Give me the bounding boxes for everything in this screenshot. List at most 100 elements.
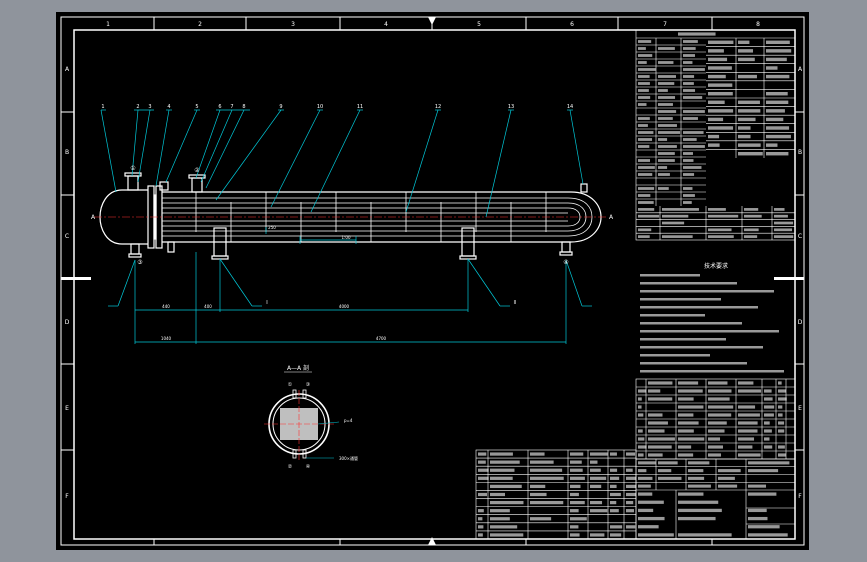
part-number-13: 13 xyxy=(508,104,514,110)
text-block xyxy=(678,405,704,409)
text-block xyxy=(683,68,705,71)
text-block xyxy=(764,445,773,449)
text-block xyxy=(774,235,794,238)
text-block xyxy=(766,117,784,122)
text-block xyxy=(766,74,790,79)
notes-line xyxy=(640,298,721,301)
text-block xyxy=(688,484,711,488)
text-block xyxy=(774,221,794,225)
text-block xyxy=(638,413,644,417)
text-block xyxy=(744,228,759,232)
text-block xyxy=(590,484,602,489)
section-label-3: ③ xyxy=(306,382,310,388)
text-block xyxy=(570,484,581,489)
text-block xyxy=(658,461,678,465)
text-block xyxy=(610,533,622,537)
text-block xyxy=(658,103,673,106)
text-block xyxy=(626,509,634,513)
section-label-2: ② xyxy=(288,464,293,470)
text-block xyxy=(490,533,524,537)
text-block xyxy=(738,453,761,457)
text-block xyxy=(530,452,545,456)
text-block xyxy=(570,533,580,537)
text-block xyxy=(530,492,547,497)
part-number-3: 3 xyxy=(148,104,151,110)
text-block xyxy=(688,461,710,465)
text-block xyxy=(738,413,760,417)
text-block xyxy=(766,143,778,147)
text-block xyxy=(590,476,607,480)
text-block xyxy=(738,117,756,122)
text-block xyxy=(738,100,760,104)
zone-row-b: B xyxy=(65,149,69,156)
text-block xyxy=(638,54,653,57)
text-block xyxy=(638,214,660,218)
text-block xyxy=(648,413,663,417)
text-block xyxy=(638,445,647,449)
text-block xyxy=(708,143,720,147)
text-block xyxy=(658,96,676,99)
text-block xyxy=(570,500,585,505)
text-block xyxy=(638,484,651,488)
part-number-5: 5 xyxy=(195,104,198,110)
text-block xyxy=(610,484,617,489)
nozzle-mark-2: ② xyxy=(194,167,200,174)
text-block xyxy=(748,508,767,513)
notes-line xyxy=(640,314,705,317)
text-block xyxy=(766,134,791,139)
text-block xyxy=(658,476,682,480)
text-block xyxy=(638,89,649,92)
text-block xyxy=(610,509,619,513)
text-block xyxy=(638,389,647,393)
text-block xyxy=(638,103,647,106)
text-block xyxy=(638,235,650,238)
zone-row-c-right: C xyxy=(798,233,802,240)
part-number-4: 4 xyxy=(167,104,170,110)
text-block xyxy=(683,173,695,176)
text-block xyxy=(658,166,668,169)
text-block xyxy=(610,492,621,497)
text-block xyxy=(678,32,716,36)
text-block xyxy=(648,429,665,433)
text-block xyxy=(638,492,653,496)
text-block xyxy=(638,500,664,504)
text-block xyxy=(766,49,792,53)
text-block xyxy=(626,452,636,456)
text-block xyxy=(638,173,653,176)
part-number-8: 8 xyxy=(242,104,245,110)
section-bottom-note: 300×通管 xyxy=(339,455,358,461)
text-block xyxy=(648,421,668,425)
zone-row-f-right: F xyxy=(798,493,802,500)
text-block xyxy=(764,437,770,441)
text-block xyxy=(638,75,650,78)
text-block xyxy=(638,476,653,480)
text-block xyxy=(678,429,694,433)
text-block xyxy=(678,508,722,513)
text-block xyxy=(638,461,656,465)
text-block xyxy=(778,429,785,433)
text-block xyxy=(678,421,699,425)
text-block xyxy=(530,517,552,521)
text-block xyxy=(478,509,484,513)
nozzle-2 xyxy=(191,177,203,193)
text-block xyxy=(683,131,704,134)
text-block xyxy=(708,445,723,449)
text-block xyxy=(683,54,695,57)
text-block xyxy=(530,468,563,472)
part-number-10: 10 xyxy=(317,104,323,110)
text-block xyxy=(738,437,755,441)
notes-line xyxy=(640,274,700,277)
text-block xyxy=(530,460,554,464)
text-block xyxy=(764,397,773,401)
text-block xyxy=(662,208,699,211)
nozzle-1 xyxy=(127,175,139,191)
centering-marks xyxy=(61,17,804,545)
notes-line xyxy=(640,282,737,285)
text-block xyxy=(662,235,693,238)
text-block xyxy=(638,124,648,127)
text-block xyxy=(744,235,758,238)
text-block xyxy=(766,126,790,130)
text-block xyxy=(683,159,694,162)
text-block xyxy=(708,389,732,393)
text-block xyxy=(658,75,676,78)
